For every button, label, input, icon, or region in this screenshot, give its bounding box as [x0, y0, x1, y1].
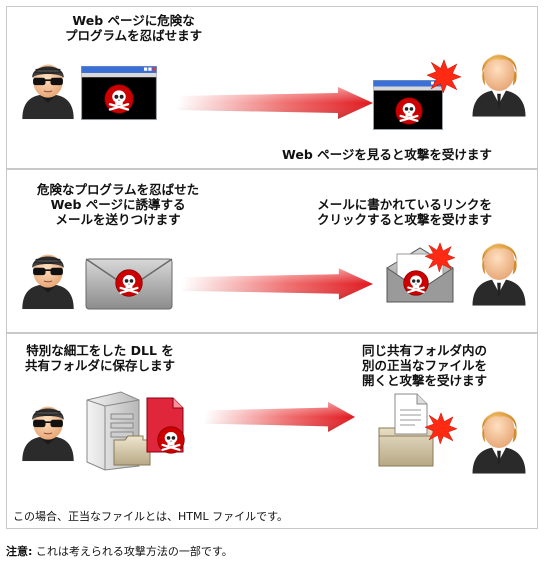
caption-line: メールに書かれているリンクを: [317, 197, 492, 212]
arrow-icon: [178, 87, 373, 119]
skull-icon: [403, 270, 429, 296]
folder-icon: [113, 435, 151, 466]
attacker-icon: [19, 242, 77, 310]
caption-line: 別の正当なファイルを: [362, 358, 488, 373]
skull-icon: [157, 426, 185, 454]
attacker-caption: Web ページに危険な プログラムを忍ばせます: [65, 13, 202, 43]
caption-line: クリックすると攻撃を受けます: [317, 212, 493, 227]
file-icon: [394, 393, 428, 435]
burst-icon: [425, 412, 457, 444]
victim-icon: [467, 400, 531, 474]
arrow-icon: [205, 402, 355, 432]
skull-icon: [115, 269, 143, 297]
skull-icon: [104, 84, 134, 114]
footer-note: 注意: これは考えられる攻撃方法の一部です。: [6, 543, 233, 559]
burst-icon: [427, 59, 461, 93]
skull-icon: [395, 97, 423, 125]
caption-line: プログラムを忍ばせます: [65, 28, 203, 43]
caption-line: Web ページに誘導する: [50, 197, 186, 212]
caption-line: 共有フォルダに保存します: [25, 358, 176, 373]
scenario-panel-email: 危険なプログラムを忍ばせた Web ページに誘導する メールを送りつけます メー…: [6, 169, 538, 333]
caption-line: Web ページに危険な: [72, 13, 195, 28]
footer-label: 注意:: [6, 545, 33, 558]
victim-caption: 同じ共有フォルダ内の 別の正当なファイルを 開くと攻撃を受けます: [362, 343, 487, 388]
victim-caption: Web ページを見ると攻撃を受けます: [282, 147, 492, 162]
footer-text: これは考えられる攻撃方法の一部です。: [35, 545, 233, 558]
attacker-icon: [19, 52, 77, 120]
arrow-icon: [183, 268, 373, 300]
caption-line: 特別な細工をした DLL を: [26, 343, 174, 358]
scenario-panel-dll: 特別な細工をした DLL を 共有フォルダに保存します 同じ共有フォルダ内の 別…: [6, 333, 538, 529]
attacker-caption: 特別な細工をした DLL を 共有フォルダに保存します: [25, 343, 175, 373]
scenario-panel-web: Web ページに危険な プログラムを忍ばせます Web ページを見ると攻撃を受け…: [6, 6, 538, 169]
caption-line: Web ページを見ると攻撃を受けます: [282, 147, 492, 162]
caption-line: 同じ共有フォルダ内の: [362, 343, 488, 358]
burst-icon: [425, 242, 455, 272]
attacker-icon: [19, 394, 77, 462]
caption-line: メールを送りつけます: [55, 212, 181, 227]
caption-line: 開くと攻撃を受けます: [362, 373, 488, 388]
victim-caption: メールに書かれているリンクを クリックすると攻撃を受けます: [317, 197, 492, 227]
caption-line: 危険なプログラムを忍ばせた: [37, 182, 200, 197]
attacker-caption: 危険なプログラムを忍ばせた Web ページに誘導する メールを送りつけます: [37, 182, 199, 227]
victim-icon: [467, 43, 531, 117]
scenario-note: この場合、正当なファイルとは、HTML ファイルです。: [13, 510, 289, 523]
victim-icon: [467, 232, 531, 306]
